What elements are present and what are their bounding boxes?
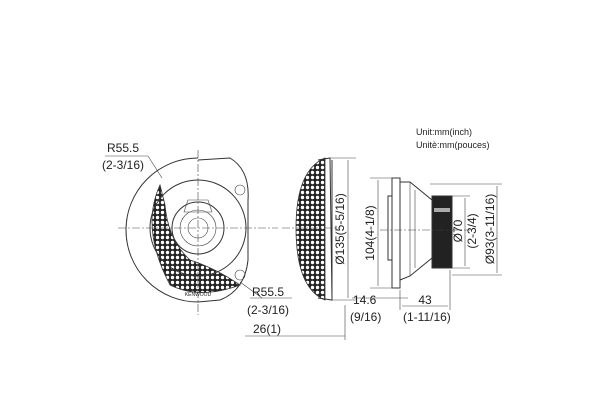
magnet-diameter-mm: Ø70: [451, 219, 465, 242]
cutout-diameter-label: Ø93(3-11/16): [483, 194, 497, 264]
radius-top-mm: R55.5: [107, 141, 139, 155]
leader-line: [147, 155, 163, 179]
depth-inch: (1-11/16): [403, 310, 451, 324]
grille-diameter-label: Ø135(5-5/16): [333, 193, 347, 264]
grille-side-mesh: [295, 157, 326, 301]
magnet: [431, 195, 453, 269]
mount-height-label: 104(4-1/8): [363, 205, 377, 260]
tweeter-bridge: [183, 199, 213, 213]
mount-hole-icon: [234, 269, 246, 281]
radius-top-inch: (2-3/16): [102, 158, 144, 172]
magnet-diameter-inch: (2-3/4): [465, 213, 479, 248]
magnet-highlight: [434, 208, 450, 212]
flange-lip: [387, 195, 393, 261]
grille-depth-label: 26(1): [253, 322, 281, 336]
speaker-frame-outline: [197, 157, 249, 303]
depth-mm: 43: [418, 293, 432, 307]
radius-bottom-mm: R55.5: [252, 285, 284, 299]
radius-bottom-inch: (2-3/16): [247, 303, 289, 317]
grille-side-view: Ø135(5-5/16) 14.6 (9/16): [282, 157, 408, 340]
unit-label-en: Unit:mm(inch): [416, 127, 472, 137]
grille-mesh: [151, 183, 241, 293]
brand-logo: KENWOOD: [185, 292, 212, 298]
speaker-profile-view: 104(4-1/8) Ø70 (2-3/4) Ø93(3-11/16) 43 (…: [363, 177, 502, 324]
mount-flange: [391, 177, 401, 289]
speaker-basket: [399, 181, 433, 281]
unit-label-fr: Unitè:mm(pouces): [416, 140, 490, 150]
mount-depth-mm: 14.6: [353, 293, 377, 307]
mount-depth-inch: (9/16): [350, 310, 381, 324]
mount-hole-icon: [234, 184, 246, 196]
front-view: KENWOOD R55.5 (2-3/16) R55.5 (2-3/16) 26…: [102, 141, 345, 337]
grille-rim: [317, 157, 333, 301]
leader-line: [239, 281, 263, 299]
grille-outline: [125, 157, 199, 303]
